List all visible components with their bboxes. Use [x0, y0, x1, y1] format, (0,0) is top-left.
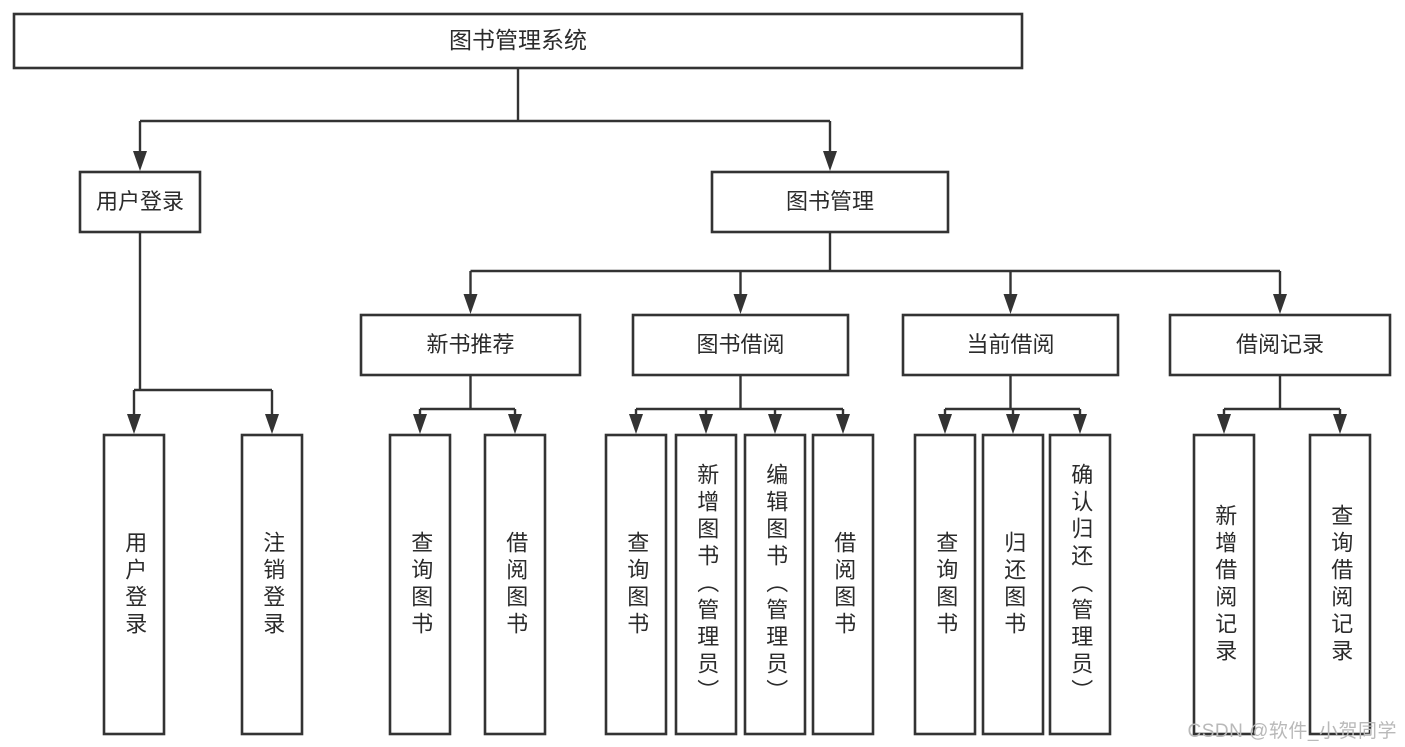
- node-level3-book-borrow[interactable]: [631, 313, 850, 377]
- arrow-head-icon: [836, 414, 850, 434]
- leaf-leaf-return-book[interactable]: [981, 433, 1045, 736]
- arrow-head-icon: [133, 151, 147, 171]
- arrow-head-icon: [733, 294, 748, 314]
- leaf-leaf-user-login[interactable]: [102, 433, 166, 736]
- node-label-user-login: 用户登录: [96, 189, 184, 214]
- node-root[interactable]: [12, 12, 1024, 70]
- leaf-leaf-add-record[interactable]: [1192, 433, 1256, 736]
- node-label-book-manage: 图书管理: [786, 189, 874, 214]
- watermark: CSDN @软件_小贺同学: [1187, 721, 1397, 742]
- node-root-label: 图书管理系统: [449, 27, 587, 53]
- arrow-head-icon: [127, 414, 141, 434]
- arrow-head-icon: [265, 414, 279, 434]
- leaf-leaf-logout[interactable]: [240, 433, 304, 736]
- arrow-head-icon: [1073, 414, 1087, 434]
- node-level3-new-book-rec[interactable]: [359, 313, 582, 377]
- arrow-head-icon: [1217, 414, 1231, 434]
- node-label-current-borrow: 当前借阅: [966, 332, 1054, 357]
- leaf-leaf-edit-book[interactable]: [743, 433, 807, 736]
- leaf-leaf-query-record[interactable]: [1308, 433, 1372, 736]
- node-label-book-borrow: 图书借阅: [696, 332, 784, 357]
- arrow-head-icon: [1006, 414, 1020, 434]
- arrow-head-icon: [768, 414, 782, 434]
- leaf-leaf-confirm-return[interactable]: [1048, 433, 1112, 736]
- leaf-leaf-query-book-cur[interactable]: [913, 433, 977, 736]
- arrow-head-icon: [1003, 294, 1018, 314]
- node-level2-book-manage[interactable]: [710, 170, 950, 234]
- leaf-leaf-borrow-book-rec[interactable]: [483, 433, 547, 736]
- arrow-head-icon: [699, 414, 713, 434]
- leaf-leaf-add-book[interactable]: [674, 433, 738, 736]
- connector-layer: [127, 68, 1347, 434]
- arrow-head-icon: [629, 414, 643, 434]
- leaf-leaf-query-book-rec[interactable]: [388, 433, 452, 736]
- node-label-new-book-rec: 新书推荐: [426, 332, 514, 357]
- node-level2-user-login[interactable]: [78, 170, 202, 234]
- leaf-leaf-borrow-book[interactable]: [811, 433, 875, 736]
- node-label-borrow-record: 借阅记录: [1236, 332, 1324, 357]
- arrow-head-icon: [823, 151, 837, 171]
- arrow-head-icon: [938, 414, 952, 434]
- box-layer: [12, 12, 1392, 736]
- leaf-leaf-query-book-borrow[interactable]: [604, 433, 668, 736]
- node-level3-current-borrow[interactable]: [901, 313, 1120, 377]
- arrow-head-icon: [1333, 414, 1347, 434]
- arrow-head-icon: [413, 414, 427, 434]
- arrow-head-icon: [1273, 294, 1287, 314]
- arrow-head-icon: [508, 414, 522, 434]
- node-level3-borrow-record[interactable]: [1168, 313, 1392, 377]
- arrow-head-icon: [463, 294, 478, 314]
